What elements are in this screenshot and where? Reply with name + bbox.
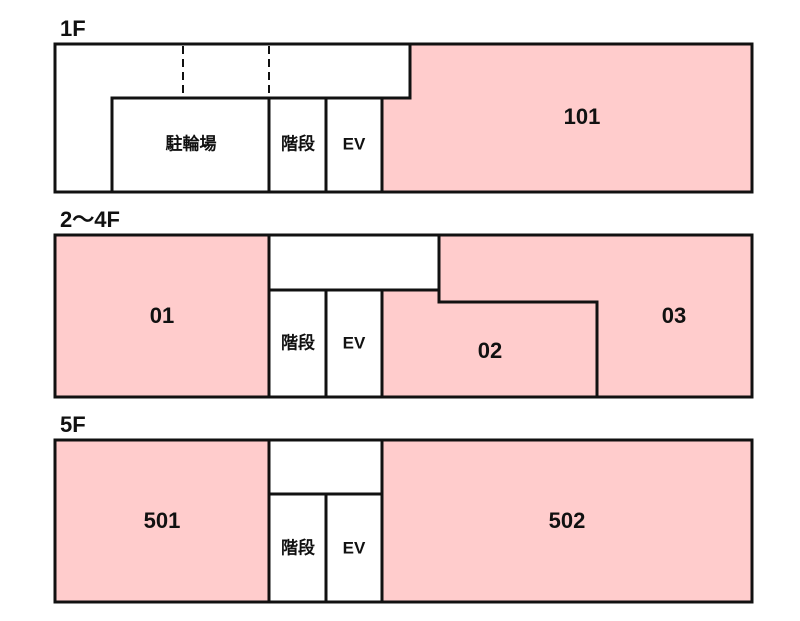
stairs-label-2-4f: 階段: [281, 332, 315, 352]
stairs-label-5f: 階段: [281, 537, 315, 557]
elevator-area-5f: [324, 492, 384, 604]
floor-plan-1f: [53, 42, 754, 194]
elevator-area-1f: [324, 96, 384, 194]
unit-01-area[interactable]: [53, 233, 271, 399]
stairs-area-2-4f: [267, 288, 328, 399]
floor-plan-5f: [53, 438, 754, 604]
elevator-label-1f: EV: [343, 134, 366, 153]
elevator-label-5f: EV: [343, 538, 366, 557]
unit-101-label: 101: [564, 104, 601, 129]
bicycle-parking-area: [110, 96, 271, 194]
unit-01-label: 01: [150, 303, 174, 328]
stairs-area-5f: [267, 492, 328, 604]
elevator-area-2-4f: [324, 288, 384, 399]
unit-02-label: 02: [478, 338, 502, 363]
unit-502-label: 502: [549, 508, 586, 533]
unit-502-area[interactable]: [380, 438, 754, 604]
floor-label-1f: 1F: [60, 16, 86, 41]
floor-label-2-4f: 2～4F: [60, 207, 120, 232]
bicycle-parking-label: 駐輪場: [166, 133, 217, 153]
unit-03-label: 03: [662, 303, 686, 328]
stairs-label-1f: 階段: [281, 133, 315, 153]
floor-plan-2-4f: [53, 233, 754, 399]
unit-501-area[interactable]: [53, 438, 271, 604]
unit-501-label: 501: [144, 508, 181, 533]
elevator-label-2-4f: EV: [343, 333, 366, 352]
floor-label-5f: 5F: [60, 412, 86, 437]
